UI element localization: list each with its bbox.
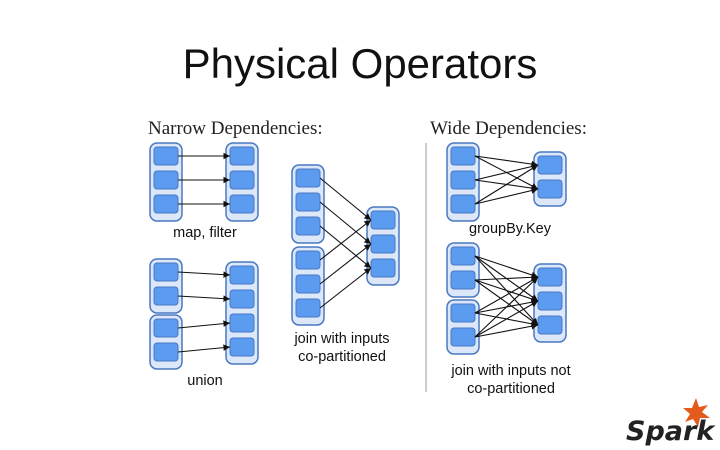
join-copartitioned-line2: co-partitioned [298,349,386,365]
partition [229,194,255,214]
partition [537,267,563,287]
partition [229,170,255,190]
partition [370,210,396,230]
dependency-arrow [177,344,231,353]
partition [450,194,476,214]
join-input-rdd-a [291,164,325,244]
join-copartitioned-line1: join with inputs [294,331,390,347]
spark-star-icon [683,398,710,427]
groupbykey-input-rdd [446,142,480,222]
join-not-copartitioned-line2: co-partitioned [467,381,555,397]
join-not-copartitioned-label: join with inputs not co-partitioned [436,362,586,398]
dependency-arrow [474,279,539,326]
partition [153,262,179,282]
dependency-arrow [474,276,539,314]
union-input-rdd-a [149,258,183,314]
partition [370,234,396,254]
partition [153,318,179,338]
map-input-rdd [149,142,183,222]
join-output-rdd [366,206,400,286]
dependency-arrow [319,177,372,221]
dependency-arrow [319,201,372,245]
dependency-arrow [319,267,372,309]
partition [229,146,255,166]
dependency-arrow [177,271,231,278]
partition [229,313,255,333]
union-output-rdd [225,261,259,365]
spark-logo: Spark [626,398,716,446]
partition [229,337,255,357]
dependency-arrow [177,295,231,302]
partition [295,168,321,188]
spark-logo-text: Spark [626,416,716,446]
partition [370,258,396,278]
partition [295,216,321,236]
dependency-arrow [474,255,539,279]
dependency-arrow [474,274,539,281]
dependency-arrow [319,243,372,285]
dependency-arrow [474,187,539,205]
narrow-dependencies-heading: Narrow Dependencies: [148,118,323,139]
partition [295,250,321,270]
dependency-arrow [319,219,372,261]
partition [295,298,321,318]
join-input-rdd-b [291,246,325,326]
dependency-arrow [177,320,231,329]
wide-dependencies-heading: Wide Dependencies: [430,118,587,139]
partition [295,192,321,212]
dependency-arrow [474,322,539,338]
partition [450,170,476,190]
partition [153,342,179,362]
partition [153,194,179,214]
map-filter-label: map, filter [173,225,237,241]
partition [450,270,476,290]
dependency-arrow [474,163,539,181]
partition [153,286,179,306]
partition [537,179,563,199]
partition [450,303,476,323]
groupbykey-output-rdd [533,151,567,207]
join-not-copartitioned-line1: join with inputs not [451,363,571,379]
join-copartitioned-label: join with inputs co-partitioned [282,330,402,366]
page-title: Physical Operators [182,40,538,87]
union-input-rdd-b [149,314,183,370]
dependency-arrow [474,276,539,338]
partition [537,155,563,175]
wide-join-output-rdd [533,263,567,343]
partition [229,265,255,285]
dependency-arrow [474,164,539,205]
wide-join-input-rdd-a [446,242,480,298]
partition [537,315,563,335]
partition [229,289,255,309]
dependency-arrow [474,300,539,338]
map-output-rdd [225,142,259,222]
partition [450,146,476,166]
dependency-arrow [474,155,539,168]
partition [153,146,179,166]
partition [450,327,476,347]
dependency-arrow [474,279,539,303]
partition [450,246,476,266]
union-label: union [187,373,223,389]
partition [153,170,179,190]
partition [295,274,321,294]
partition [537,291,563,311]
wide-join-input-rdd-b [446,299,480,355]
dependency-arrow [319,225,372,269]
groupbykey-label: groupBy.Key [469,221,551,237]
